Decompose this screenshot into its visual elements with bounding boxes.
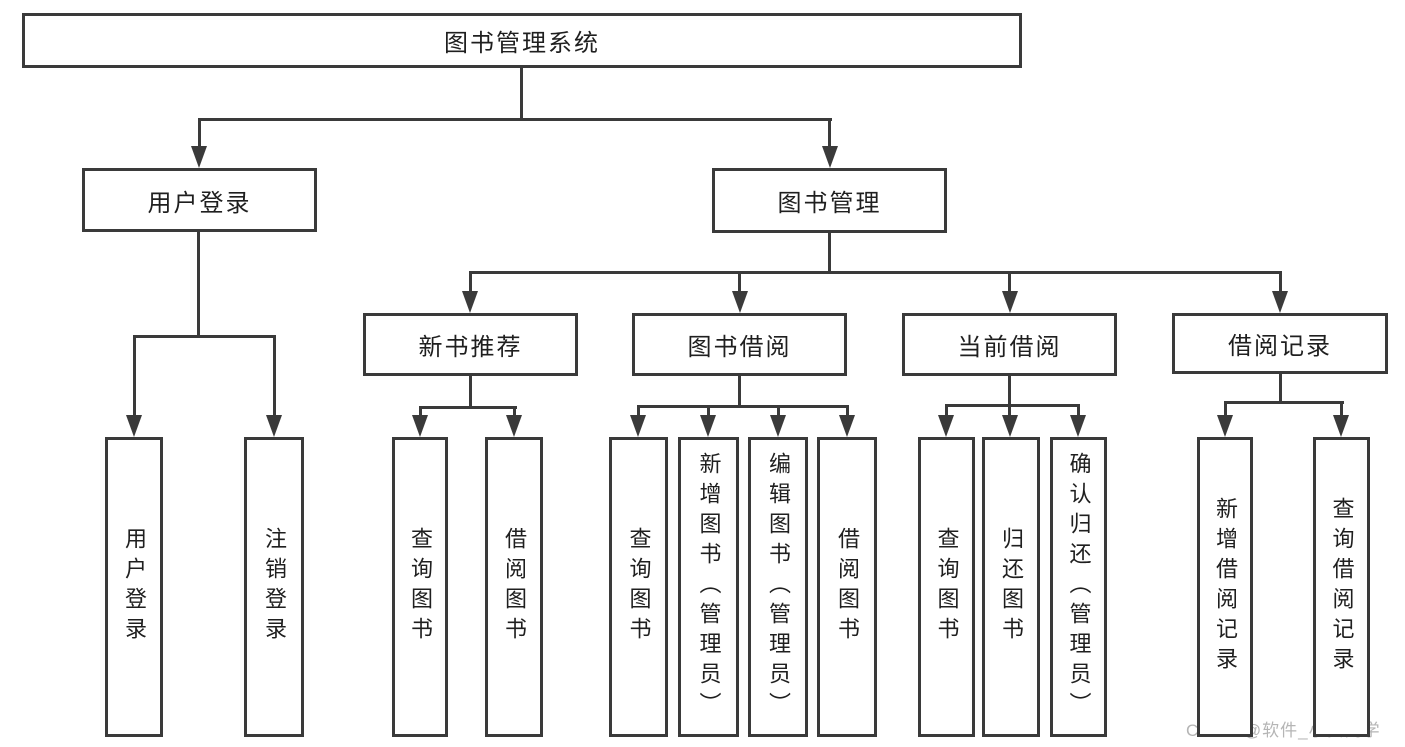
node-borrowing-records: 借阅记录: [1172, 313, 1388, 374]
node-label: 新书推荐: [418, 334, 523, 361]
node-label: 查询借阅记录: [1329, 497, 1355, 677]
arrowhead-down-icon: [462, 291, 478, 313]
node-label: 借阅图书: [502, 527, 527, 647]
node-borrowing-edit-books: 编辑图书（管理员）: [748, 437, 808, 737]
connector-line: [197, 232, 200, 335]
connector-line: [1279, 374, 1282, 403]
connector-line: [1224, 401, 1344, 404]
node-book-management: 图书管理: [712, 168, 947, 233]
connector-line: [945, 407, 948, 415]
node-label: 图书借阅: [687, 334, 792, 361]
arrowhead-down-icon: [700, 415, 716, 437]
node-label: 编辑图书（管理员）: [766, 452, 791, 722]
connector-line: [513, 409, 516, 415]
connector-line: [637, 405, 849, 408]
arrowhead-down-icon: [126, 415, 142, 437]
arrowhead-down-icon: [1070, 415, 1086, 437]
connector-line: [828, 121, 831, 146]
arrowhead-down-icon: [266, 415, 282, 437]
node-label: 确认归还（管理员）: [1066, 452, 1092, 722]
connector-line: [1008, 407, 1011, 415]
arrowhead-down-icon: [938, 415, 954, 437]
connector-line: [469, 376, 472, 408]
connector-line: [707, 408, 710, 415]
node-logout-op: 注销登录: [244, 437, 304, 737]
connector-line: [777, 408, 780, 415]
connector-line: [738, 376, 741, 407]
arrowhead-down-icon: [1217, 415, 1233, 437]
connector-line: [1224, 404, 1227, 415]
arrowhead-down-icon: [1272, 291, 1288, 313]
connector-line: [520, 68, 523, 120]
arrowhead-down-icon: [191, 146, 207, 168]
connector-line: [469, 271, 1282, 274]
node-label: 借阅图书: [835, 527, 860, 647]
connector-line: [133, 335, 276, 338]
node-user-login-op: 用户登录: [105, 437, 163, 737]
arrowhead-down-icon: [1333, 415, 1349, 437]
node-borrowing-borrow-books: 借阅图书: [817, 437, 877, 737]
connector-line: [637, 408, 640, 415]
arrowhead-down-icon: [506, 415, 522, 437]
connector-line: [133, 338, 136, 415]
arrowhead-down-icon: [732, 291, 748, 313]
node-label: 归还图书: [999, 527, 1024, 647]
node-records-add-record: 新增借阅记录: [1197, 437, 1253, 737]
connector-line: [1279, 274, 1282, 291]
connector-line: [1340, 404, 1343, 415]
connector-line: [419, 406, 517, 409]
arrowhead-down-icon: [839, 415, 855, 437]
node-borrowing-add-books: 新增图书（管理员）: [678, 437, 739, 737]
node-current-return-books: 归还图书: [982, 437, 1040, 737]
connector-line: [419, 409, 422, 415]
connector-line: [273, 338, 276, 415]
arrowhead-down-icon: [630, 415, 646, 437]
node-current-borrowing: 当前借阅: [902, 313, 1117, 376]
node-recommend-query-books: 查询图书: [392, 437, 448, 737]
node-label: 借阅记录: [1228, 333, 1332, 360]
arrowhead-down-icon: [770, 415, 786, 437]
node-book-borrowing: 图书借阅: [632, 313, 847, 376]
node-label: 用户登录: [122, 527, 147, 647]
arrowhead-down-icon: [1002, 291, 1018, 313]
connector-line: [469, 274, 472, 291]
connector-line: [846, 408, 849, 415]
node-label: 图书管理系统: [444, 30, 600, 57]
node-label: 查询图书: [408, 527, 433, 647]
node-label: 查询图书: [626, 527, 652, 647]
connector-line: [1008, 274, 1011, 291]
node-label: 查询图书: [934, 527, 960, 647]
connector-line: [828, 233, 831, 273]
node-label: 新增借阅记录: [1213, 497, 1238, 677]
node-label: 用户登录: [147, 189, 252, 217]
node-label: 新增图书（管理员）: [696, 452, 722, 722]
node-label: 当前借阅: [957, 334, 1062, 361]
node-recommend-borrow-books: 借阅图书: [485, 437, 543, 737]
connector-line: [1077, 407, 1080, 415]
node-user-login: 用户登录: [82, 168, 317, 232]
connector-line: [945, 404, 1080, 407]
node-current-confirm-return: 确认归还（管理员）: [1050, 437, 1107, 737]
connector-line: [738, 274, 741, 291]
arrowhead-down-icon: [1002, 415, 1018, 437]
arrowhead-down-icon: [822, 146, 838, 168]
node-records-query-record: 查询借阅记录: [1313, 437, 1370, 737]
node-new-book-recommend: 新书推荐: [363, 313, 578, 376]
connector-line: [1008, 376, 1011, 406]
node-current-query-books: 查询图书: [918, 437, 975, 737]
node-label: 图书管理: [777, 190, 882, 217]
connector-line: [198, 121, 201, 146]
node-borrowing-query-books: 查询图书: [609, 437, 668, 737]
node-library-system: 图书管理系统: [22, 13, 1022, 68]
node-label: 注销登录: [262, 527, 287, 647]
arrowhead-down-icon: [412, 415, 428, 437]
connector-line: [198, 118, 832, 121]
